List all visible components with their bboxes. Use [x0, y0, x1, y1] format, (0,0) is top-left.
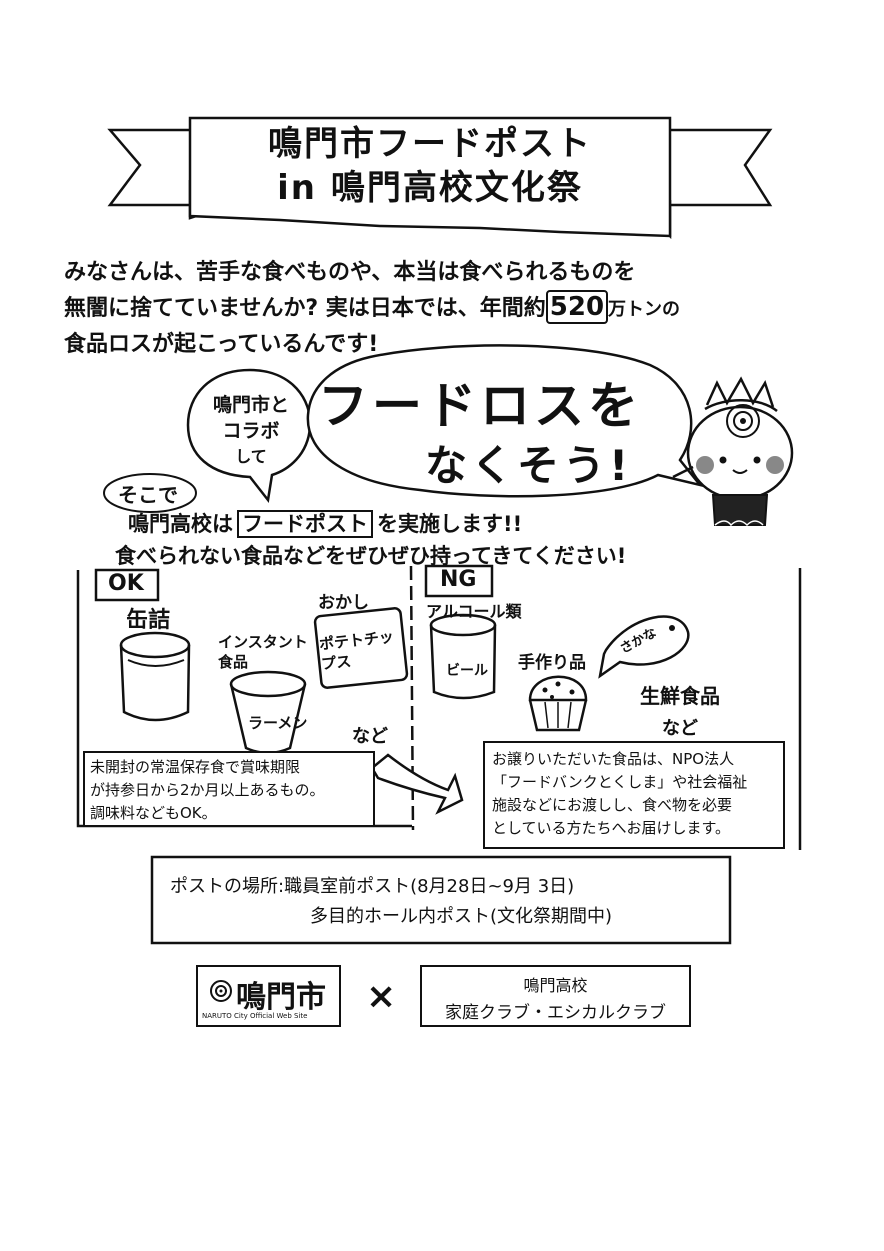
ok-desc-line-3: 調味料などもOK。 — [90, 804, 217, 822]
big-speech-balloon — [306, 344, 704, 498]
intro-line-2c: 万トンの — [608, 299, 681, 320]
call-line-1c: を実施します!! — [377, 512, 523, 536]
post-location-2: 多目的ホール内ポスト(文化祭期間中) — [310, 906, 613, 927]
ng-desc-line-2: 「フードバンクとくしま」や社会福祉 — [492, 773, 748, 791]
call-line-1: 鳴門高校はフードポストを実施します!! — [128, 508, 522, 538]
call-line-2: 食べられない食品などをぜひぜひ持ってきてください! — [115, 544, 627, 568]
post-label: ポストの場所: — [170, 876, 285, 897]
big-speech-line-1: フードロスを — [318, 377, 642, 435]
ok-snack-label: おかし — [318, 593, 369, 613]
ng-desc-line-4: としている方たちへお届けします。 — [492, 819, 731, 837]
ng-description: お譲りいただいた食品は、NPO法人 「フードバンクとくしま」や社会福祉 施設など… — [492, 748, 747, 840]
intro-line-3: 食品ロスが起こっているんです! — [64, 332, 379, 357]
post-location-block: ポストの場所:職員室前ポスト(8月28日~9月 3日) 多目的ホール内ポスト(文… — [170, 872, 612, 932]
ng-desc-line-1: お譲りいただいた食品は、NPO法人 — [492, 750, 735, 768]
small-speech-text: 鳴門市と コラボ して — [196, 392, 306, 470]
small-speech-line-3: して — [235, 447, 267, 466]
intro-number: 520 — [545, 290, 609, 324]
ok-can-label: 缶詰 — [126, 608, 171, 633]
ng-fresh-label: 生鮮食品 — [640, 684, 720, 708]
title-line-1: 鳴門市フードポスト — [268, 124, 592, 164]
ng-etc: など — [662, 718, 698, 739]
school-name: 鳴門高校 — [523, 976, 588, 995]
city-logo: 鳴門市 — [236, 980, 326, 1015]
page-title: 鳴門市フードポスト in 鳴門高校文化祭 — [190, 122, 670, 210]
ng-desc-line-3: 施設などにお渡しし、食べ物を必要 — [492, 796, 733, 814]
foodpost-highlight: フードポスト — [237, 510, 373, 538]
soko-label: そこで — [118, 483, 178, 507]
ok-cup-text: ラーメン — [248, 714, 308, 732]
post-location-1: 職員室前ポスト(8月28日~9月 3日) — [284, 876, 575, 897]
post-line-1: ポストの場所:職員室前ポスト(8月28日~9月 3日) — [170, 872, 612, 902]
ng-beer-text: ビール — [446, 663, 488, 679]
small-speech-line-2: コラボ — [222, 420, 280, 442]
call-line-1a: 鳴門高校は — [128, 512, 233, 536]
big-speech-line-2: なくそう! — [425, 441, 633, 490]
small-speech-balloon — [186, 368, 312, 504]
title-line-2: in 鳴門高校文化祭 — [277, 168, 583, 208]
ok-instant-label: インスタント食品 — [218, 633, 308, 671]
city-logo-subtitle: NARUTO City Official Web Site — [202, 1012, 308, 1020]
cross-mark: × — [366, 976, 397, 1017]
ok-desc-line-1: 未開封の常温保存食で賞味期限 — [90, 758, 301, 776]
intro-line-2a: 無闇に捨てていませんか? 実は日本では、年間約 — [64, 296, 546, 321]
mascot-illustration — [672, 376, 794, 527]
ok-description: 未開封の常温保存食で賞味期限 が持参日から2か月以上あるもの。 調味料などもOK… — [90, 756, 325, 825]
ok-desc-line-2: が持参日から2か月以上あるもの。 — [90, 781, 325, 799]
ok-badge: OK — [108, 571, 144, 596]
small-speech-line-1: 鳴門市と — [212, 394, 289, 416]
ng-badge: NG — [440, 567, 477, 592]
ok-etc: など — [352, 726, 388, 747]
title-ribbon — [107, 116, 773, 240]
ng-alcohol-label: アルコール類 — [426, 602, 522, 621]
intro-line-1: みなさんは、苦手な食べものや、本当は食べられるものを — [64, 260, 636, 285]
school-clubs: 家庭クラブ・エシカルクラブ — [445, 1003, 666, 1023]
soko-bubble — [103, 473, 197, 513]
ng-homemade-label: 手作り品 — [518, 653, 586, 673]
